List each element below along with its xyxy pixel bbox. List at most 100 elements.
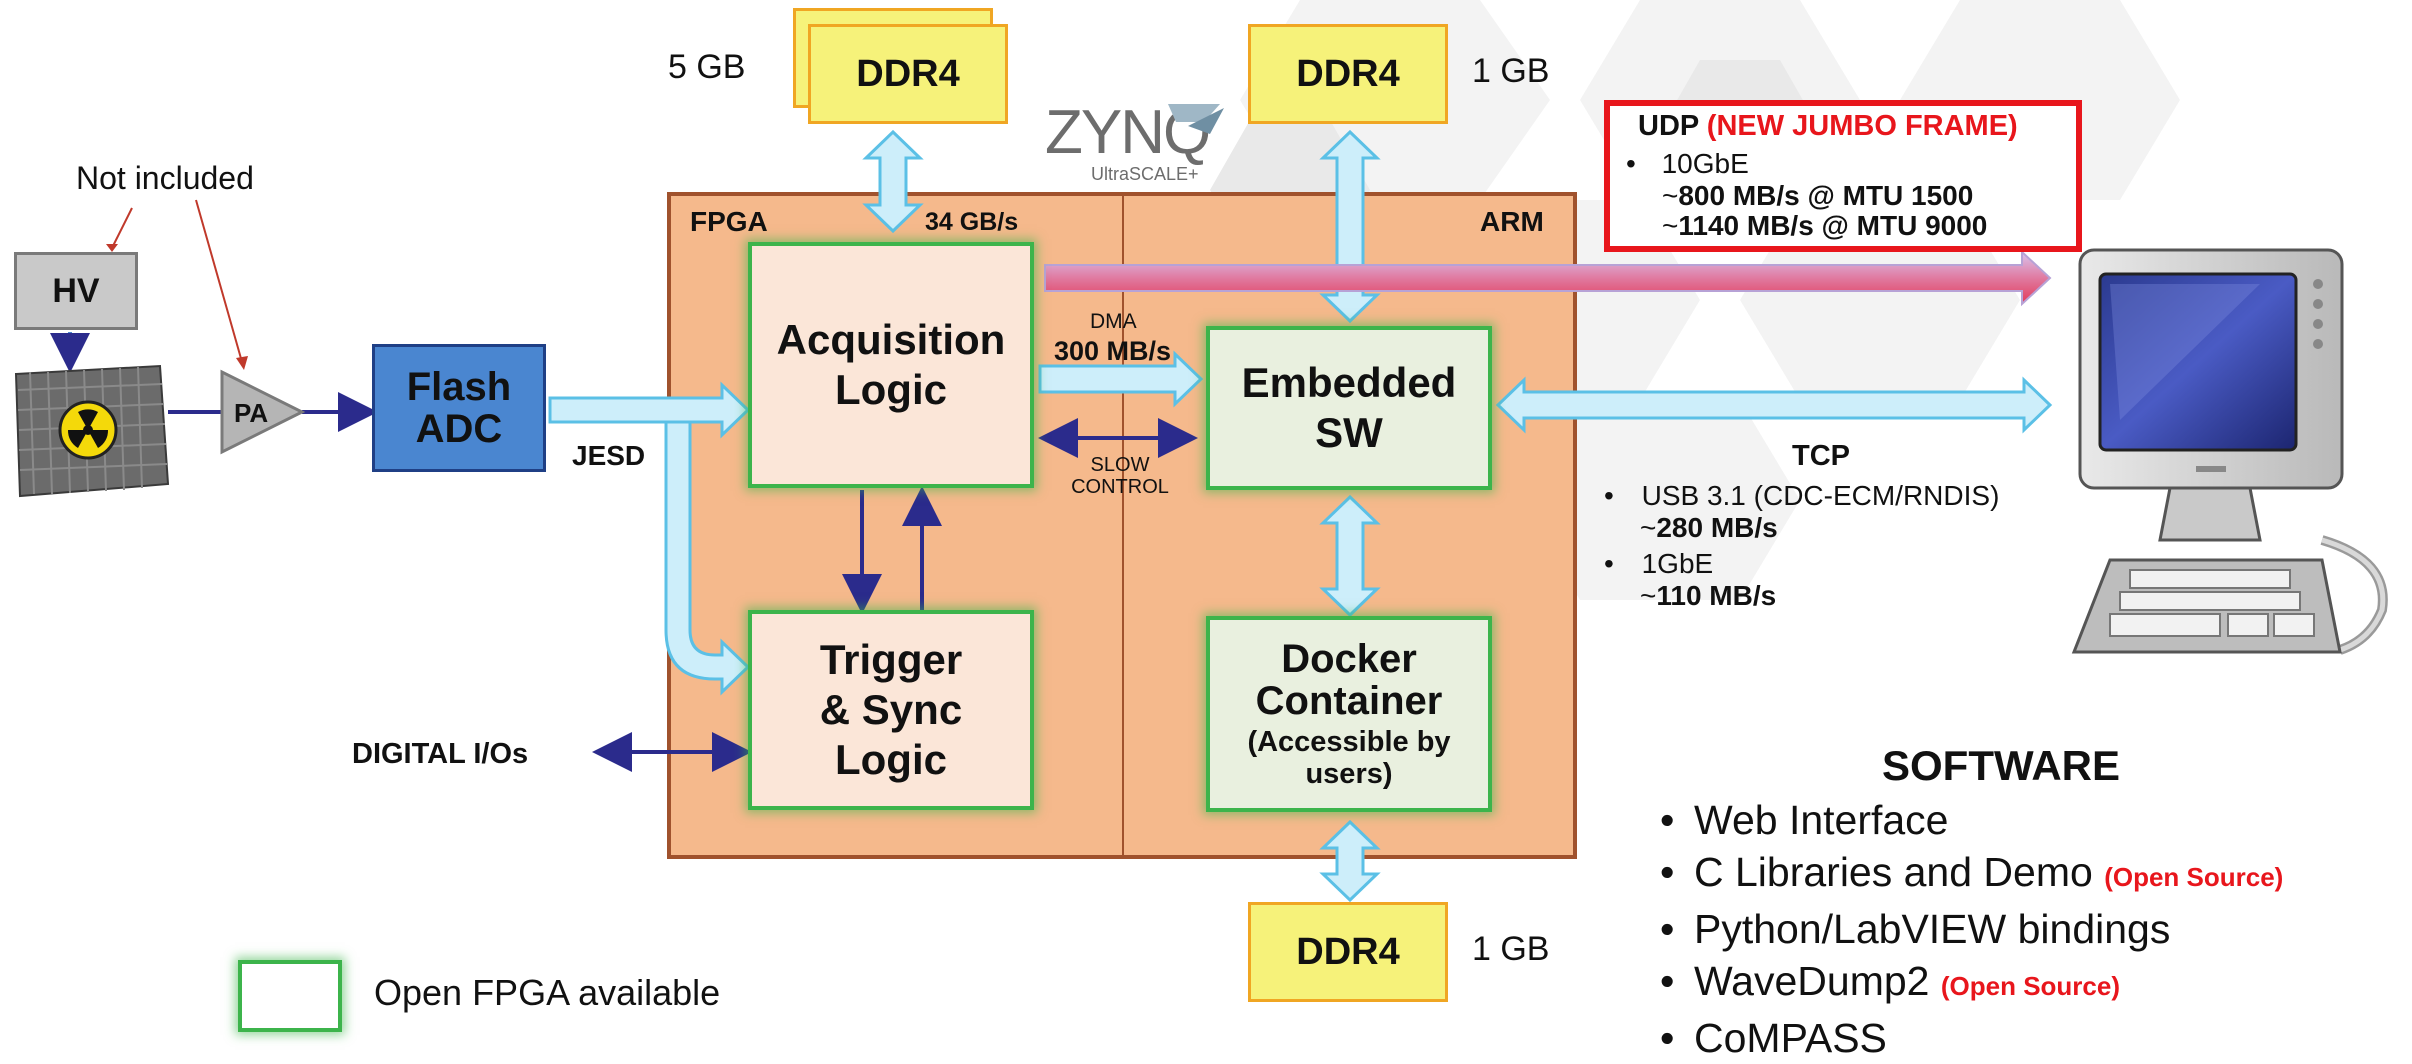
bullet-dot: • <box>1660 906 1675 952</box>
bandwidth-label: 34 GB/s <box>925 208 1019 236</box>
not-included-pointer-pa <box>195 199 243 363</box>
tcp-usb-bullet: • USB 3.1 (CDC-ECM/RNDIS) <box>1604 480 1999 512</box>
udp-info-box: UDP (NEW JUMBO FRAME) • 10GbE ~800 MB/s … <box>1604 100 2082 252</box>
ddr4-right-box: DDR4 <box>1248 24 1448 124</box>
open-source-tag: (Open Source) <box>1940 971 2120 1001</box>
trigger-line1: Trigger <box>819 636 963 683</box>
tcp-gbe-rate-prefix: ~ <box>1640 580 1657 611</box>
ddr4-bottom-box: DDR4 <box>1248 902 1448 1002</box>
software-item-text: Web Interface <box>1694 797 1949 843</box>
tcp-title: TCP <box>1792 440 1850 472</box>
acquisition-logic-block: Acquisition Logic <box>748 242 1034 488</box>
digital-ios-label: DIGITAL I/Os <box>352 738 529 770</box>
trigger-line3: Logic <box>835 736 947 783</box>
docker-sub-line2: users) <box>1305 758 1393 790</box>
docker-line2: Container <box>1255 679 1443 723</box>
tcp-usb-rate-bold: 280 MB/s <box>1656 512 1778 543</box>
software-item-compass: •CoMPASS <box>1660 1012 2283 1064</box>
udp-line1-bold: 800 MB/s @ MTU 1500 <box>1678 180 1974 211</box>
hv-label: HV <box>52 271 100 310</box>
udp-line2-prefix: ~ <box>1662 210 1679 241</box>
legend-open-fpga-label: Open FPGA available <box>374 972 721 1013</box>
ddr4-left-arrow <box>862 129 924 234</box>
ddr4-bottom-label: DDR4 <box>1296 930 1400 973</box>
fpga-label: FPGA <box>690 206 768 237</box>
tcp-usb-rate-prefix: ~ <box>1640 512 1657 543</box>
bullet-dot: • <box>1660 797 1675 843</box>
slow-control-line1: SLOW <box>1090 454 1150 476</box>
software-list: • Web Interface •C Libraries and Demo (Op… <box>1660 794 2283 1064</box>
flash-adc-line2: ADC <box>415 407 503 451</box>
ddr4-left-size: 5 GB <box>668 48 746 86</box>
dma-label: DMA <box>1090 310 1137 333</box>
trigger-sync-logic-block: Trigger & Sync Logic <box>748 610 1034 810</box>
embedded-sw-block: Embedded SW <box>1206 326 1492 490</box>
dma-arrow <box>1038 350 1204 408</box>
jesd-branch-arrow <box>664 420 751 696</box>
udp-line1-prefix: ~ <box>1662 180 1679 211</box>
software-item-python-labview: • Python/LabVIEW bindings <box>1660 903 2283 955</box>
bullet-dot: • <box>1626 148 1636 179</box>
udp-line2-bold: 1140 MB/s @ MTU 9000 <box>1678 210 1988 241</box>
embedded-sw-line2: SW <box>1315 409 1383 456</box>
sw-docker-arrow <box>1319 494 1381 618</box>
udp-title-prefix: UDP <box>1638 110 1699 142</box>
flash-adc-line1: Flash <box>406 365 512 409</box>
docker-container-block: Docker Container (Accessible by users) <box>1206 616 1492 812</box>
udp-line1: ~800 MB/s @ MTU 1500 <box>1662 180 1973 212</box>
legend-open-fpga-swatch <box>238 960 342 1032</box>
acq-logic-line2: Logic <box>835 366 947 413</box>
fpga-arm-divider <box>1122 196 1124 855</box>
pa-triangle <box>220 369 306 455</box>
ddr4-right-arrow <box>1319 129 1381 324</box>
ddr4-bottom-size: 1 GB <box>1472 930 1550 968</box>
dma-rate: 300 MB/s <box>1054 336 1172 366</box>
pa-label: PA <box>234 398 269 428</box>
slow-control-label: SLOW CONTROL <box>1060 454 1180 498</box>
ddr4-right-size: 1 GB <box>1472 52 1550 90</box>
jesd-arrow <box>548 381 751 439</box>
zynq-logo-sub: UltraSCALE+ <box>1091 164 1199 184</box>
software-item-text: CoMPASS <box>1694 1015 1887 1061</box>
udp-arrow <box>1044 249 2052 307</box>
bullet-dot: • <box>1604 548 1614 579</box>
ddr4-right-label: DDR4 <box>1296 52 1400 95</box>
docker-ddr4-arrow <box>1319 819 1381 903</box>
docker-line1: Docker <box>1281 637 1417 681</box>
software-item-c-libraries: •C Libraries and Demo (Open Source) <box>1660 846 2283 903</box>
software-item-web-interface: • Web Interface <box>1660 794 2283 846</box>
software-item-text: Python/LabVIEW bindings <box>1694 906 2171 952</box>
arm-label: ARM <box>1480 206 1544 237</box>
tcp-gbe-bullet: • 1GbE <box>1604 548 1713 580</box>
flash-adc-block: Flash ADC <box>372 344 546 472</box>
bullet-dot: • <box>1660 849 1675 895</box>
zynq-logo: ZYNQ UltraSCALE+ <box>1045 102 1211 185</box>
bullet-dot: • <box>1604 480 1614 511</box>
software-item-wavedump2: • WaveDump2 (Open Source) <box>1660 955 2283 1012</box>
radiation-detector-icon <box>14 364 170 498</box>
tcp-usb-rate: ~280 MB/s <box>1640 512 1778 544</box>
docker-sub-line1: (Accessible by <box>1247 726 1451 758</box>
acq-logic-line1: Acquisition <box>776 316 1006 363</box>
software-item-text: WaveDump2 <box>1694 958 1930 1004</box>
udp-bullet-10gbe: • 10GbE <box>1626 148 1749 180</box>
open-source-tag: (Open Source) <box>2104 862 2284 892</box>
zynq-logo-mark <box>1168 104 1224 134</box>
slow-control-line2: CONTROL <box>1071 476 1169 498</box>
software-title: SOFTWARE <box>1882 742 2120 789</box>
jesd-label: JESD <box>572 440 646 471</box>
computer-icon <box>2071 248 2388 655</box>
not-included-label: Not included <box>76 160 254 196</box>
tcp-usb-text: USB 3.1 (CDC-ECM/RNDIS) <box>1641 480 2000 511</box>
ddr4-left-label: DDR4 <box>856 52 960 95</box>
udp-line2: ~1140 MB/s @ MTU 9000 <box>1662 210 1987 242</box>
tcp-arrow <box>1495 376 2053 434</box>
embedded-sw-line1: Embedded <box>1241 359 1457 406</box>
not-included-pointer-hv <box>111 207 133 249</box>
tcp-gbe-text: 1GbE <box>1641 548 1714 579</box>
udp-title: UDP (NEW JUMBO FRAME) <box>1638 110 2018 143</box>
bullet-dot: • <box>1660 958 1675 1004</box>
hv-box: HV <box>14 252 138 330</box>
tcp-gbe-rate: ~110 MB/s <box>1640 580 1776 612</box>
